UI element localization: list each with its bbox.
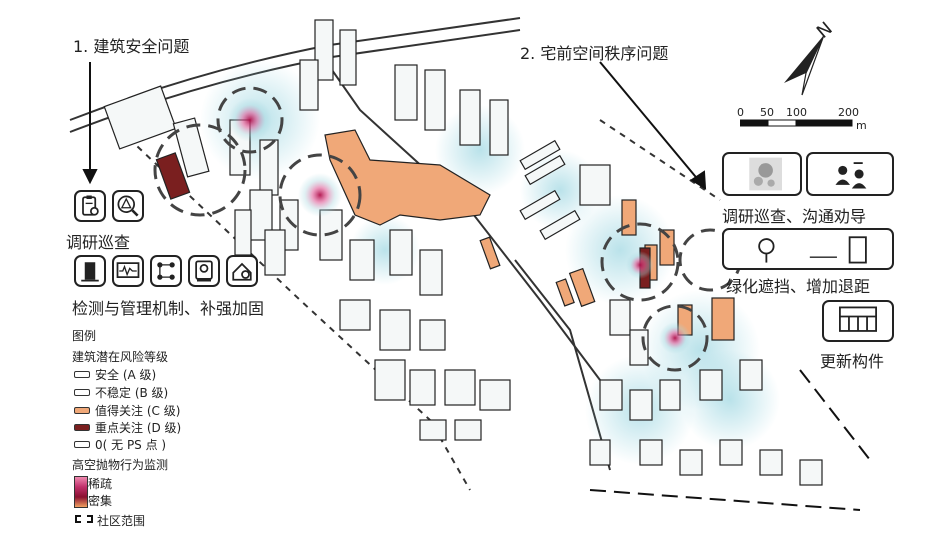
inspection-warning-icon (112, 190, 144, 222)
left-group-1-label: 调研巡查 (66, 233, 131, 252)
network-nodes-icon (150, 255, 182, 287)
legend-swatch-d (74, 424, 90, 431)
greenery-tree-icon (722, 228, 894, 270)
legend-label-a: 安全 (A 级) (95, 368, 157, 382)
survey-clipboard-icon (74, 190, 106, 222)
legend-label-none: 0( 无 PS 点 ) (95, 438, 167, 452)
legend-swatch-b (74, 389, 90, 396)
legend-risk-title: 建筑潜在风险等级 (72, 350, 169, 364)
issue-1-label: 1. 建筑安全问题 (73, 37, 190, 56)
right-group-1-label: 调研巡查、沟通劝导 (722, 207, 867, 226)
legend-boundary-label: 社区范围 (97, 514, 146, 528)
scale-tick-200: 200 (838, 106, 859, 119)
communication-people-icon (806, 152, 894, 196)
north-arrow-icon (784, 34, 825, 96)
repair-wrench-icon (226, 255, 258, 287)
annotation-arrows (82, 61, 707, 190)
legend-swatch-a (74, 371, 90, 378)
density-gradient-swatch (74, 476, 88, 508)
right-group-3-label: 更新构件 (820, 352, 885, 371)
buildings-white (103, 19, 823, 486)
legend-row-d: 重点关注 (D 级) (74, 419, 181, 436)
legend-label-c: 值得关注 (C 级) (95, 404, 181, 418)
throwing-hotspots (228, 98, 691, 354)
legend-row-none: 0( 无 PS 点 ) (74, 436, 166, 453)
legend-title: 图例 (72, 329, 97, 343)
safe-device-icon (188, 255, 220, 287)
legend-label-b: 不稳定 (B 级) (95, 386, 169, 400)
boundary-swatch (75, 515, 93, 523)
scale-unit: m (856, 119, 867, 132)
community-boundary (589, 369, 871, 511)
right-group-2-label: 绿化遮挡、增加退距 (726, 277, 871, 296)
monitoring-rings (153, 86, 742, 372)
legend-swatch-c (74, 407, 90, 414)
scale-tick-50: 50 (760, 106, 774, 119)
scale-tick-0: 0 (737, 106, 744, 119)
building-icon (74, 255, 106, 287)
legend-density-sparse: 稀疏 (88, 477, 113, 491)
issue-2-label: 2. 宅前空间秩序问题 (520, 44, 669, 63)
window-component-icon (822, 300, 894, 342)
left-group-2-label: 检测与管理机制、补强加固 (72, 299, 265, 318)
legend-row-a: 安全 (A 级) (74, 366, 156, 383)
legend-row-b: 不稳定 (B 级) (74, 384, 168, 401)
scale-bar (740, 118, 853, 127)
monitor-chart-icon (112, 255, 144, 287)
survey-photo-icon (722, 152, 802, 196)
legend-swatch-none (74, 441, 90, 448)
legend-row-c: 值得关注 (C 级) (74, 402, 180, 419)
legend-monitoring-title: 高空抛物行为监测 (72, 458, 169, 472)
scale-tick-100: 100 (786, 106, 807, 119)
legend-label-d: 重点关注 (D 级) (95, 421, 182, 435)
legend-density-dense: 密集 (88, 494, 113, 508)
